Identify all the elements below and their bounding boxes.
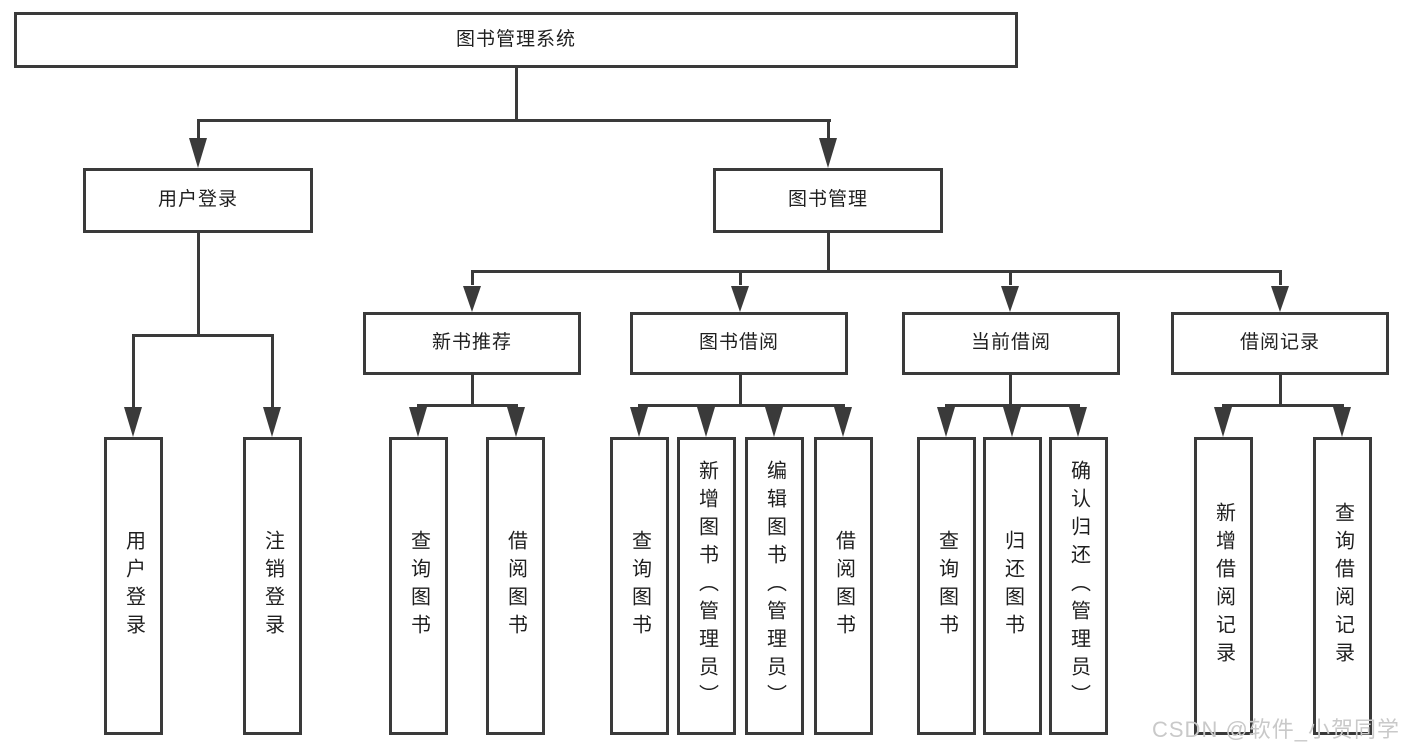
node-root: 图书管理系统 — [14, 12, 1018, 68]
leaf-edit-books-admin: 编辑图书（管理员） — [745, 437, 804, 735]
leaf-borrow-books-recommend: 借阅图书 — [486, 437, 545, 735]
connector-line — [1222, 404, 1344, 407]
leaf-user-login: 用户登录 — [104, 437, 163, 735]
arrow-down-icon — [697, 407, 715, 437]
connector-line — [197, 119, 831, 122]
connector-line — [945, 404, 1080, 407]
node-current-borrow: 当前借阅 — [902, 312, 1120, 375]
arrow-down-icon — [834, 407, 852, 437]
arrow-down-icon — [937, 407, 955, 437]
connector-line — [197, 122, 200, 142]
connector-line — [471, 273, 474, 285]
connector-line — [1009, 273, 1012, 285]
connector-line — [471, 375, 474, 407]
arrow-down-icon — [630, 407, 648, 437]
leaf-add-books-admin: 新增图书（管理员） — [677, 437, 736, 735]
leaf-return-books: 归还图书 — [983, 437, 1042, 735]
arrow-down-icon — [507, 407, 525, 437]
connector-line — [1009, 375, 1012, 407]
node-borrow-records: 借阅记录 — [1171, 312, 1389, 375]
connector-line — [739, 375, 742, 407]
connector-line — [739, 273, 742, 285]
connector-line — [827, 233, 830, 272]
leaf-borrow-books: 借阅图书 — [814, 437, 873, 735]
arrow-down-icon — [409, 407, 427, 437]
connector-line — [132, 337, 135, 409]
connector-line — [1279, 375, 1282, 407]
arrow-down-icon — [1001, 286, 1019, 312]
arrow-down-icon — [1003, 407, 1021, 437]
connector-line — [827, 122, 830, 142]
arrow-down-icon — [189, 138, 207, 168]
connector-line — [1279, 273, 1282, 285]
arrow-down-icon — [263, 407, 281, 437]
arrow-down-icon — [819, 138, 837, 168]
node-book-borrow: 图书借阅 — [630, 312, 848, 375]
arrow-down-icon — [765, 407, 783, 437]
arrow-down-icon — [463, 286, 481, 312]
connector-line — [515, 68, 518, 122]
connector-line — [417, 404, 518, 407]
node-new-book-recommend: 新书推荐 — [363, 312, 581, 375]
arrow-down-icon — [731, 286, 749, 312]
node-book-management: 图书管理 — [713, 168, 943, 233]
leaf-logout: 注销登录 — [243, 437, 302, 735]
connector-line — [132, 334, 274, 337]
leaf-confirm-return-admin: 确认归还（管理员） — [1049, 437, 1108, 735]
arrow-down-icon — [1069, 407, 1087, 437]
connector-line — [638, 404, 845, 407]
arrow-down-icon — [1271, 286, 1289, 312]
arrow-down-icon — [1333, 407, 1351, 437]
connector-line — [471, 270, 1282, 273]
leaf-query-books-recommend: 查询图书 — [389, 437, 448, 735]
leaf-query-books-borrow: 查询图书 — [610, 437, 669, 735]
arrow-down-icon — [1214, 407, 1232, 437]
watermark: CSDN @软件_小贺同学 — [1152, 717, 1401, 742]
leaf-add-borrow-record: 新增借阅记录 — [1194, 437, 1253, 735]
leaf-query-borrow-record: 查询借阅记录 — [1313, 437, 1372, 735]
connector-line — [271, 337, 274, 409]
arrow-down-icon — [124, 407, 142, 437]
node-user-login: 用户登录 — [83, 168, 313, 233]
connector-line — [197, 233, 200, 337]
leaf-query-books-current: 查询图书 — [917, 437, 976, 735]
